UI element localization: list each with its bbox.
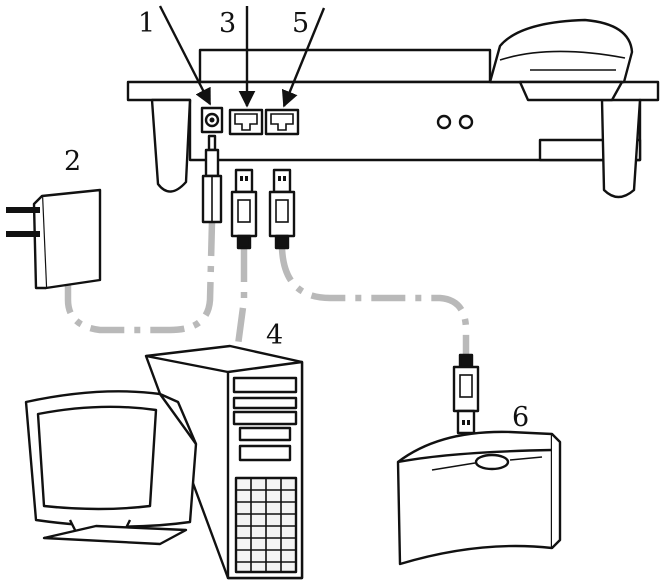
label-2: 2: [64, 146, 81, 177]
usb-plug-pc: [230, 168, 258, 250]
label-5: 5: [292, 8, 309, 39]
power-jack: [200, 106, 224, 134]
handset: [488, 18, 634, 102]
label-1: 1: [138, 8, 155, 39]
power-adapter: [6, 188, 102, 290]
label-4: 4: [266, 320, 283, 351]
usb-plug-modem: [268, 168, 296, 250]
modem-device: [396, 430, 562, 566]
rj-port-3: [228, 108, 264, 136]
label-6: 6: [512, 402, 529, 433]
label-3: 3: [219, 8, 236, 39]
cables: [64, 221, 470, 355]
computer-tower: [144, 344, 304, 580]
telephone-base: [126, 18, 660, 199]
computer-monitor: [24, 390, 198, 546]
audio-plug: [201, 134, 223, 224]
vent-grille: [234, 476, 298, 574]
rj-port-5: [264, 108, 300, 136]
button-icon: [458, 114, 474, 130]
pointer-arrows: [158, 5, 326, 108]
button-icon: [436, 114, 452, 130]
number-labels: 1 3 5 2 4 6: [64, 8, 529, 433]
usb-plug-device: [452, 353, 480, 435]
